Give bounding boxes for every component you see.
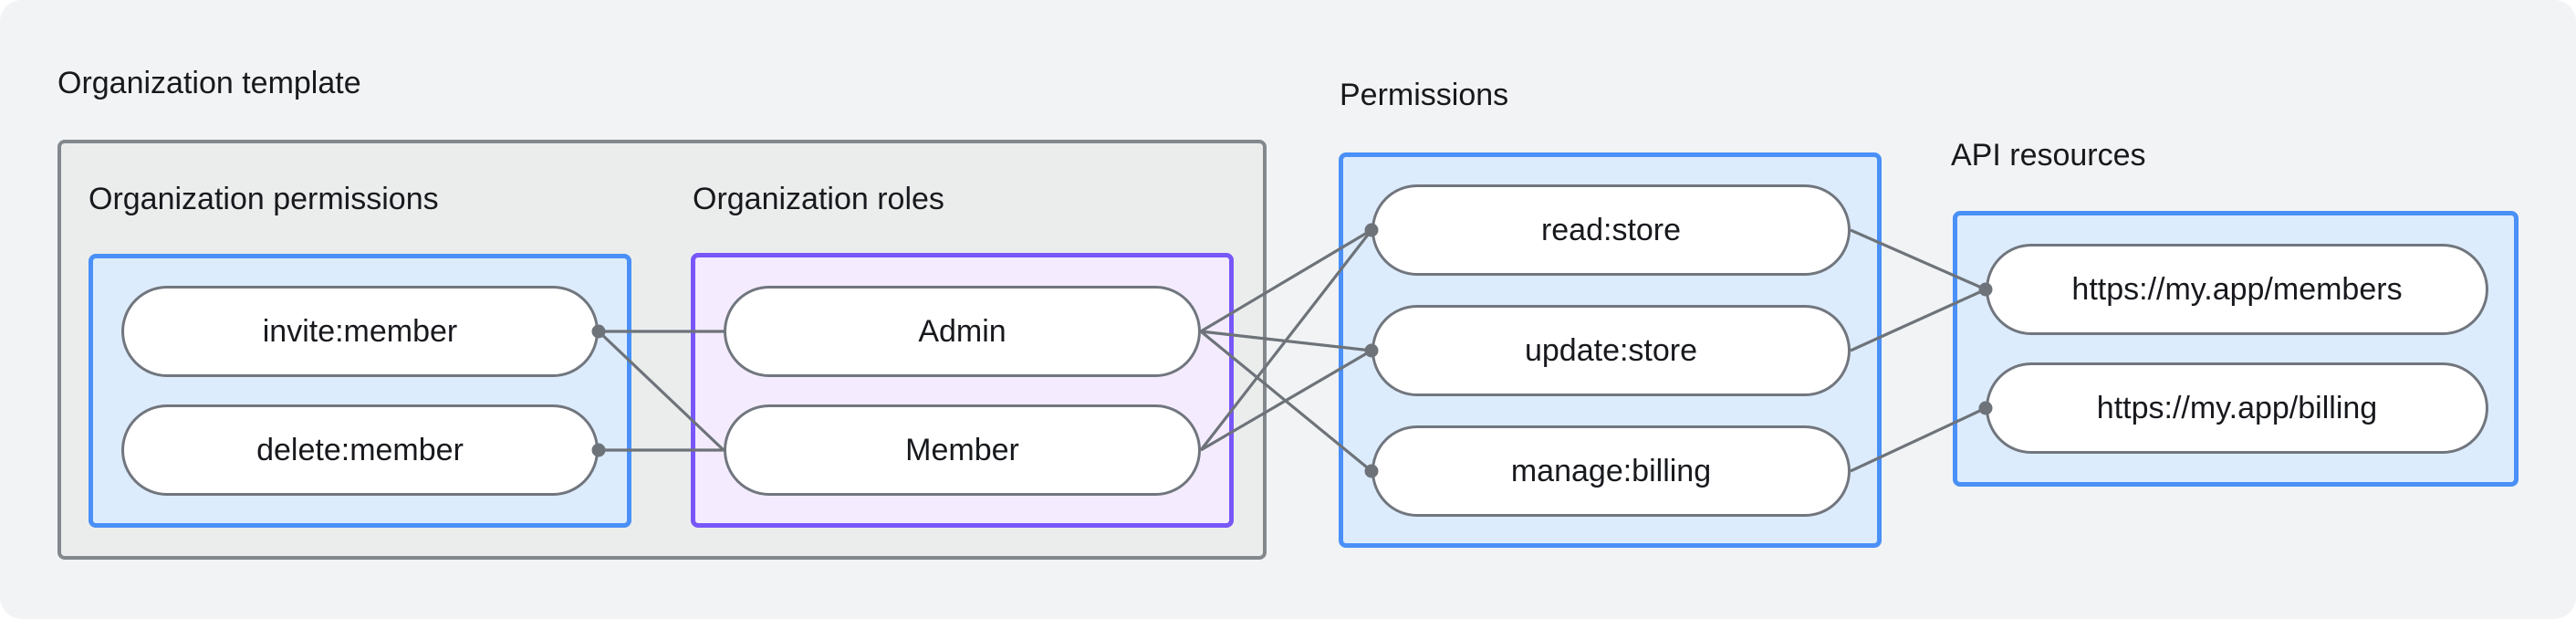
node-update-store: update:store xyxy=(1371,305,1851,396)
node-manage-billing: manage:billing xyxy=(1371,425,1851,517)
permissions-title: Permissions xyxy=(1340,78,1509,112)
node-read-store: read:store xyxy=(1371,184,1851,276)
node-api-members: https://my.app/members xyxy=(1986,244,2488,335)
node-delete-member: delete:member xyxy=(121,404,599,496)
org-permissions-header: Organization permissions xyxy=(89,182,439,216)
node-invite-member: invite:member xyxy=(121,286,599,377)
node-admin-role: Admin xyxy=(724,286,1201,377)
org-roles-header: Organization roles xyxy=(693,182,944,216)
org-template-title: Organization template xyxy=(57,66,361,100)
api-resources-title: API resources xyxy=(1951,138,2146,173)
node-member-role: Member xyxy=(724,404,1201,496)
node-api-billing: https://my.app/billing xyxy=(1986,362,2488,454)
